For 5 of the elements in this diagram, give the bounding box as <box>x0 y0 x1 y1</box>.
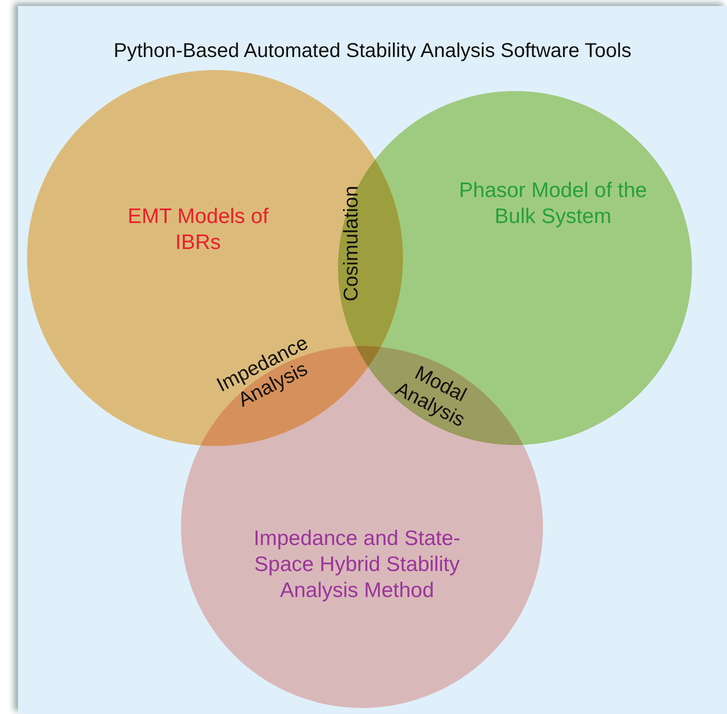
circle-label: Impedance and State-Space Hybrid Stability Analysis Method <box>252 526 462 604</box>
overlap-label: Cosimulation <box>340 184 364 304</box>
circle-label: Phasor Model of the Bulk System <box>458 178 648 230</box>
diagram-title: Python-Based Automated Stability Analysis Software Tools <box>112 40 632 63</box>
circle-label: EMT Models of IBRs <box>126 204 270 256</box>
